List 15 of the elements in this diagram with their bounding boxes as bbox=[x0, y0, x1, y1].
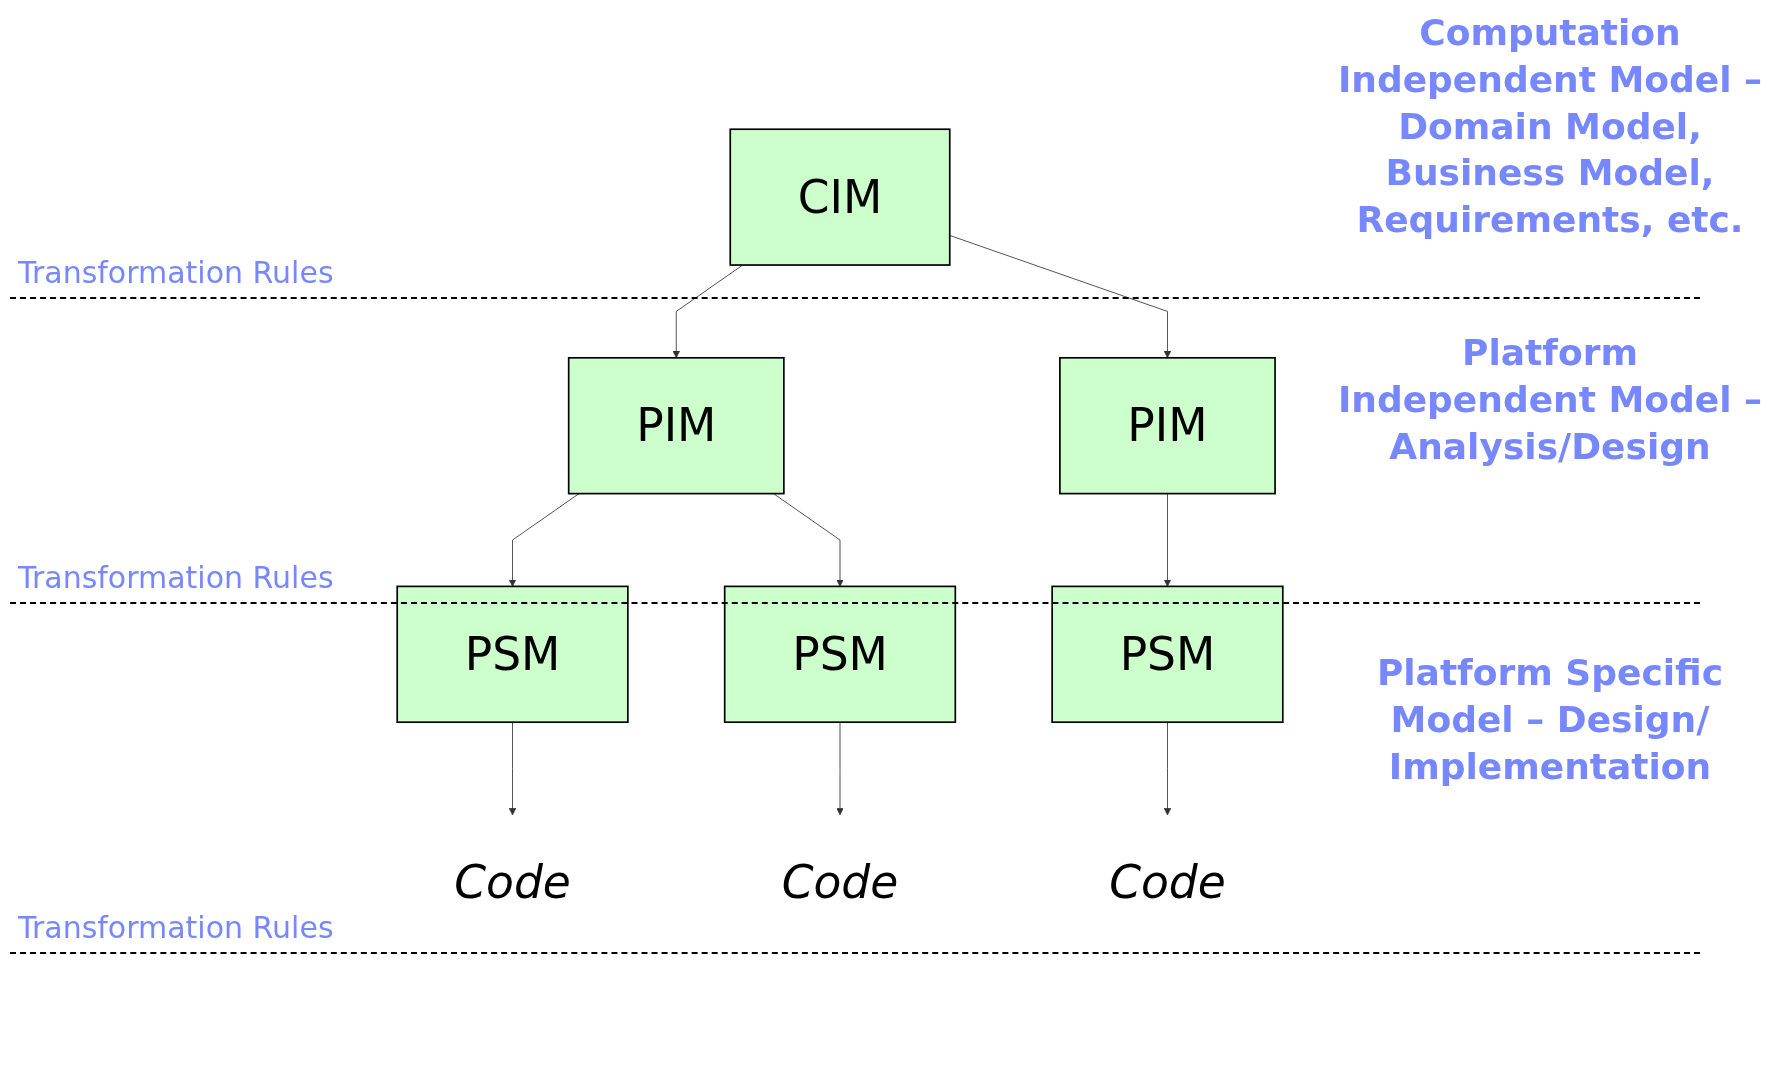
node-text: Code bbox=[1109, 856, 1226, 910]
node-box: PSM bbox=[1051, 585, 1284, 724]
rule-label: Transformation Rules bbox=[18, 560, 334, 595]
level-description: Computation Independent Model – Domain Model, Business Model, Requirements, etc. bbox=[1336, 11, 1764, 243]
node-text: Code bbox=[454, 856, 571, 910]
node-box: CIM bbox=[729, 128, 951, 266]
level-description: Platform Specific Model – Design/ Implementation bbox=[1375, 651, 1725, 789]
rule-label: Transformation Rules bbox=[18, 255, 334, 290]
node-text: Code bbox=[781, 856, 899, 910]
rule-label: Transformation Rules bbox=[18, 910, 334, 945]
node-box: PIM bbox=[1059, 356, 1276, 495]
node-box: PSM bbox=[723, 585, 957, 724]
node-box: PSM bbox=[396, 585, 629, 724]
node-box: PIM bbox=[567, 356, 785, 495]
level-description: Platform Independent Model – Analysis/Design bbox=[1336, 331, 1764, 469]
